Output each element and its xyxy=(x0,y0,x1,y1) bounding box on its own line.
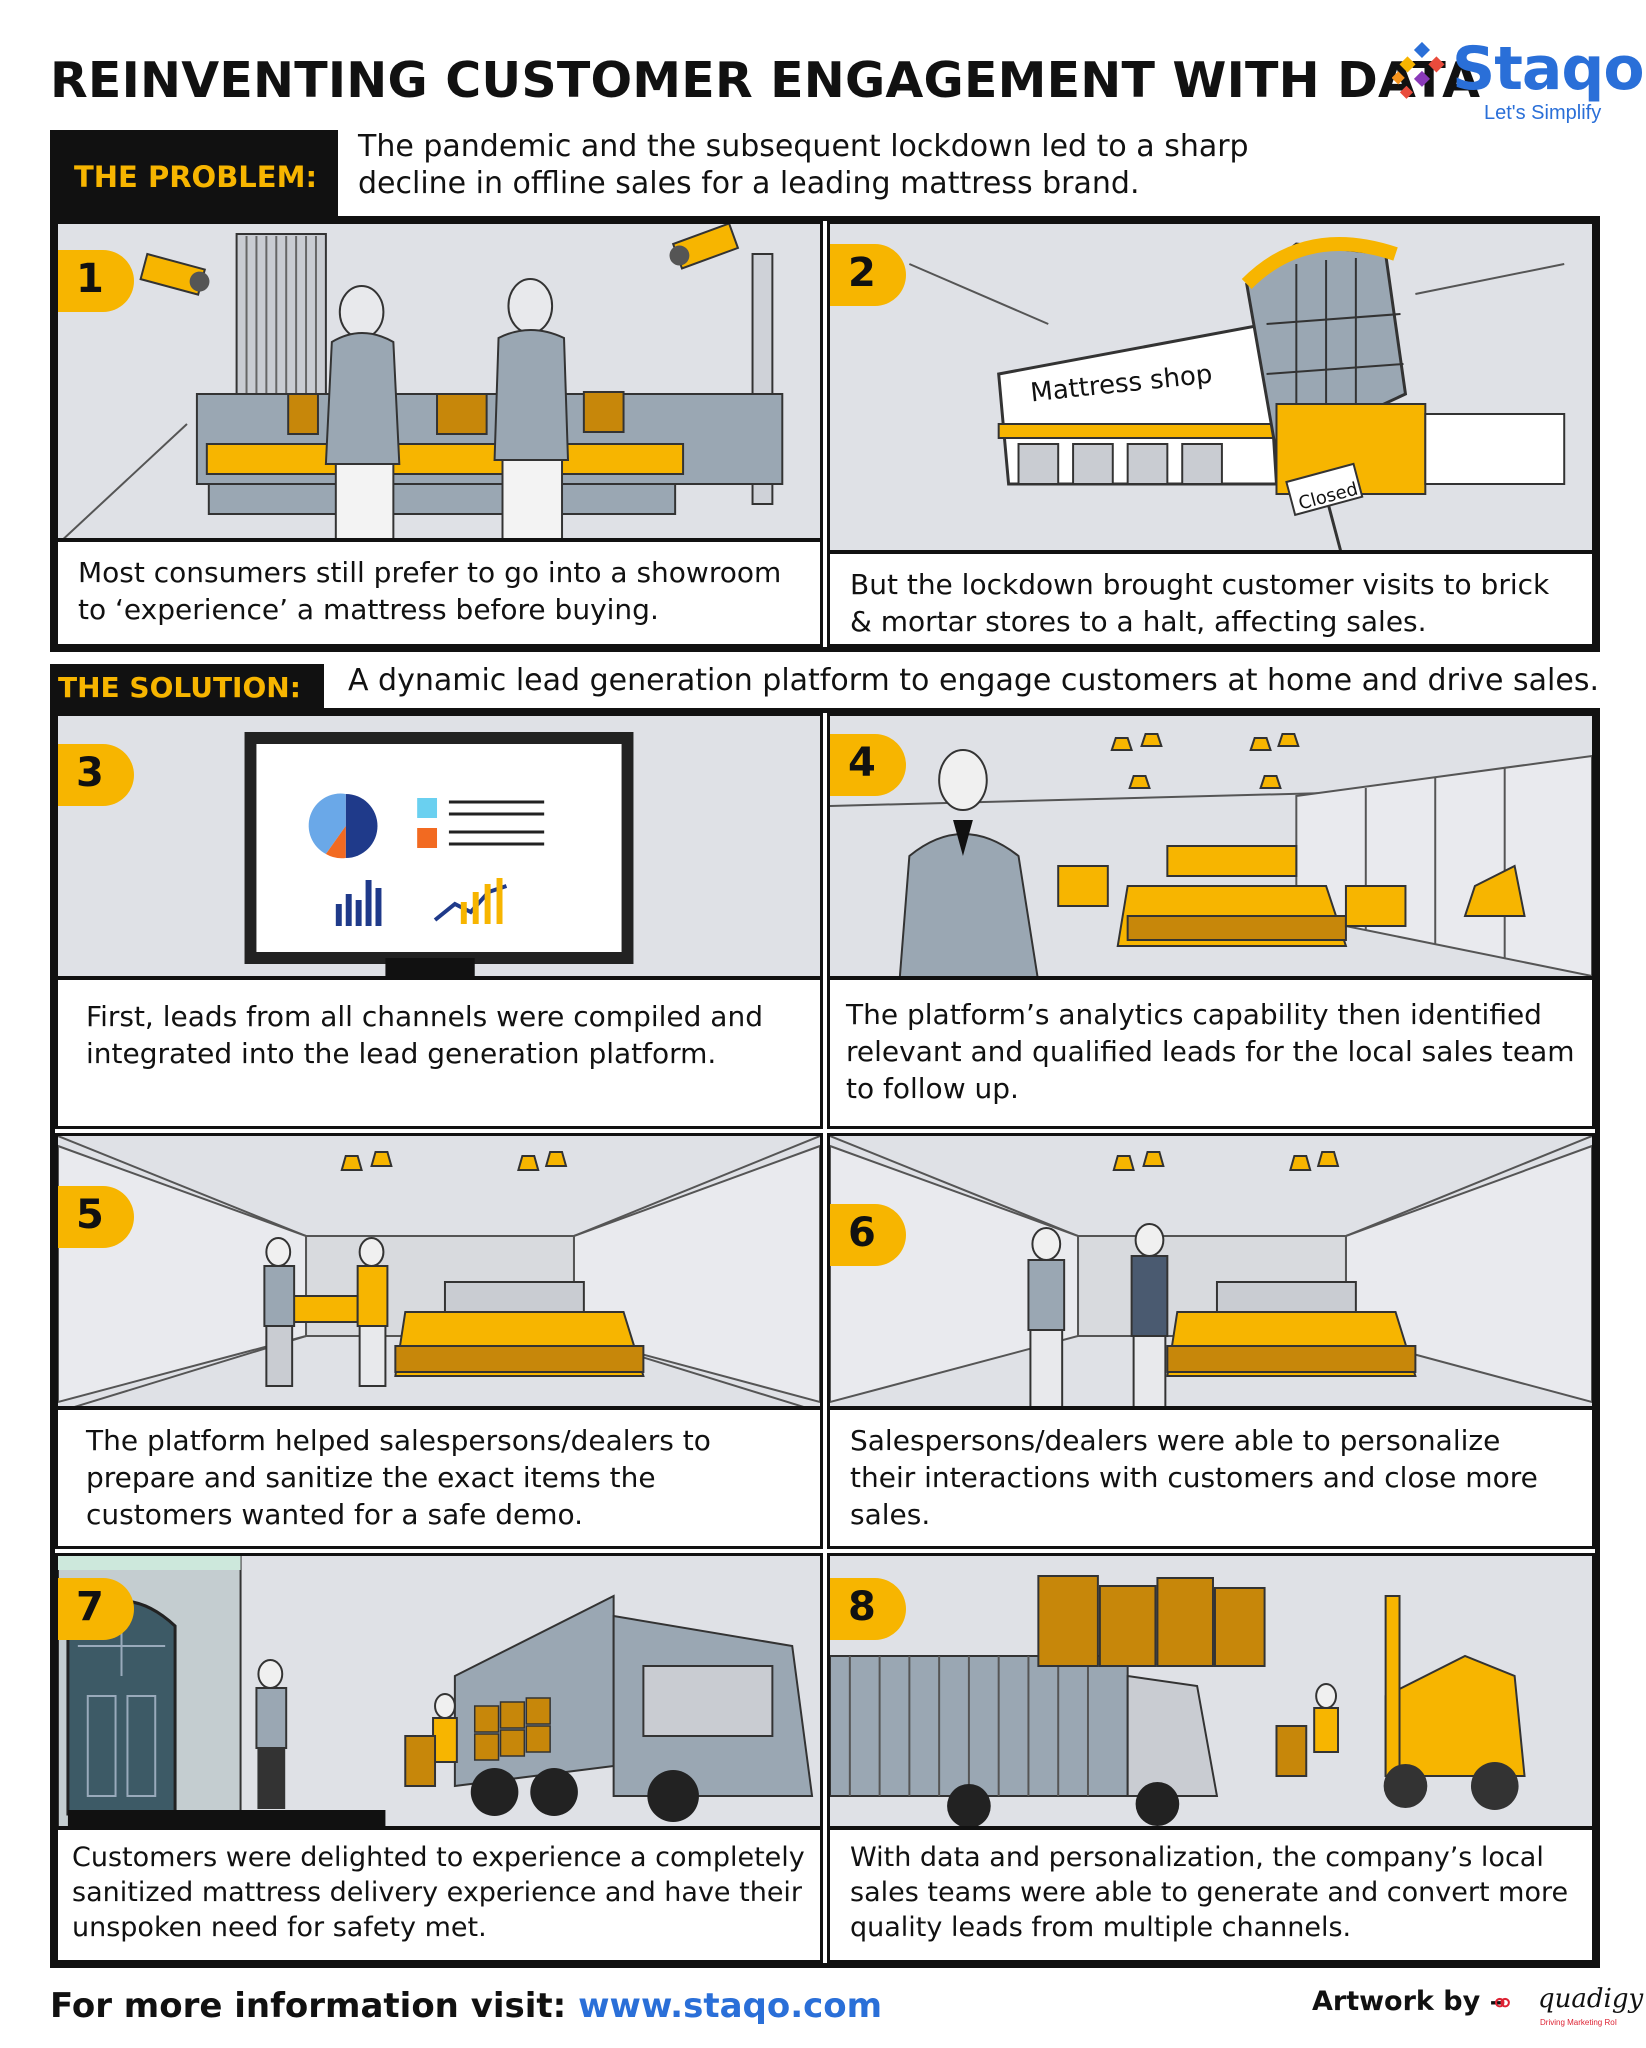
panel-number-3: 3 xyxy=(58,744,134,806)
panel-4-caption: The platform’s analytics capability then… xyxy=(830,976,1592,1126)
panel-5-illustration xyxy=(58,1136,820,1412)
solution-text: A dynamic lead generation platform to en… xyxy=(348,663,1599,698)
solution-grid: 3 First, leads from all channels were co… xyxy=(50,708,1600,1968)
artist-tagline: Driving Marketing RoI xyxy=(1540,2018,1617,2027)
panel-4: 4 The platform’s analytics capability th… xyxy=(827,713,1595,1129)
panel-number-2: 2 xyxy=(830,244,906,306)
staqo-logo-mark-icon xyxy=(1392,42,1445,99)
footer-url-link[interactable]: www.staqo.com xyxy=(578,1986,883,2026)
panel-5-caption: The platform helped salespersons/dealers… xyxy=(58,1406,820,1546)
artwork-label: Artwork by – xyxy=(1312,1986,1504,2017)
quadigy-logo-icon[interactable] xyxy=(1495,1978,1539,2028)
page-title: REINVENTING CUSTOMER ENGAGEMENT WITH DAT… xyxy=(50,52,1481,109)
footer-info: For more information visit: www.staqo.co… xyxy=(50,1986,882,2026)
panel-7-caption: Customers were delighted to experience a… xyxy=(58,1826,820,1960)
panel-3: 3 First, leads from all channels were co… xyxy=(55,713,823,1129)
panel-2-illustration xyxy=(830,224,1592,552)
panel-number-7: 7 xyxy=(58,1578,134,1640)
panel-8-caption: With data and personalization, the compa… xyxy=(830,1826,1592,1960)
panel-1: 1 Most consumers still prefer to go into… xyxy=(55,221,823,647)
panel-number-6: 6 xyxy=(830,1204,906,1266)
panel-7: 7 Customers were delighted to experience… xyxy=(55,1553,823,1963)
panel-1-caption: Most consumers still prefer to go into a… xyxy=(58,538,820,644)
panel-6-caption: Salespersons/dealers were able to person… xyxy=(830,1406,1592,1546)
panel-number-4: 4 xyxy=(830,734,906,796)
panel-3-caption: First, leads from all channels were comp… xyxy=(58,976,820,1126)
panel-1-illustration xyxy=(58,224,820,544)
panel-7-illustration xyxy=(58,1556,820,1832)
logo-name: Staqo xyxy=(1452,34,1645,104)
footer-info-label: For more information visit: xyxy=(50,1986,567,2026)
problem-text: The pandemic and the subsequent lockdown… xyxy=(358,129,1249,201)
panel-2: 2 Mattress shop Closed But the lockdown … xyxy=(827,221,1595,647)
panel-6-illustration xyxy=(830,1136,1592,1412)
problem-label: THE PROBLEM: xyxy=(50,130,338,218)
panel-5: 5 The platform helped salespersons/deale… xyxy=(55,1133,823,1549)
logo-tagline: Let's Simplify xyxy=(1484,102,1602,124)
staqo-logo[interactable]: Staqo Let's Simplify xyxy=(1392,34,1645,134)
panel-6: 6 Salespersons/dealers were able to pers… xyxy=(827,1133,1595,1549)
panel-number-8: 8 xyxy=(830,1578,906,1640)
solution-label: THE SOLUTION: xyxy=(50,664,324,710)
problem-grid: 1 Most consumers still prefer to go into… xyxy=(50,216,1600,652)
panel-8: 8 With data and personalization, the com… xyxy=(827,1553,1595,1963)
panel-3-illustration xyxy=(58,716,820,982)
panel-number-1: 1 xyxy=(58,250,134,312)
panel-8-illustration xyxy=(830,1556,1592,1832)
panel-4-illustration xyxy=(830,716,1592,982)
panel-number-5: 5 xyxy=(58,1186,134,1248)
artist-name: quadigy xyxy=(1538,1984,1644,2014)
panel-2-caption: But the lockdown brought customer visits… xyxy=(830,550,1592,644)
